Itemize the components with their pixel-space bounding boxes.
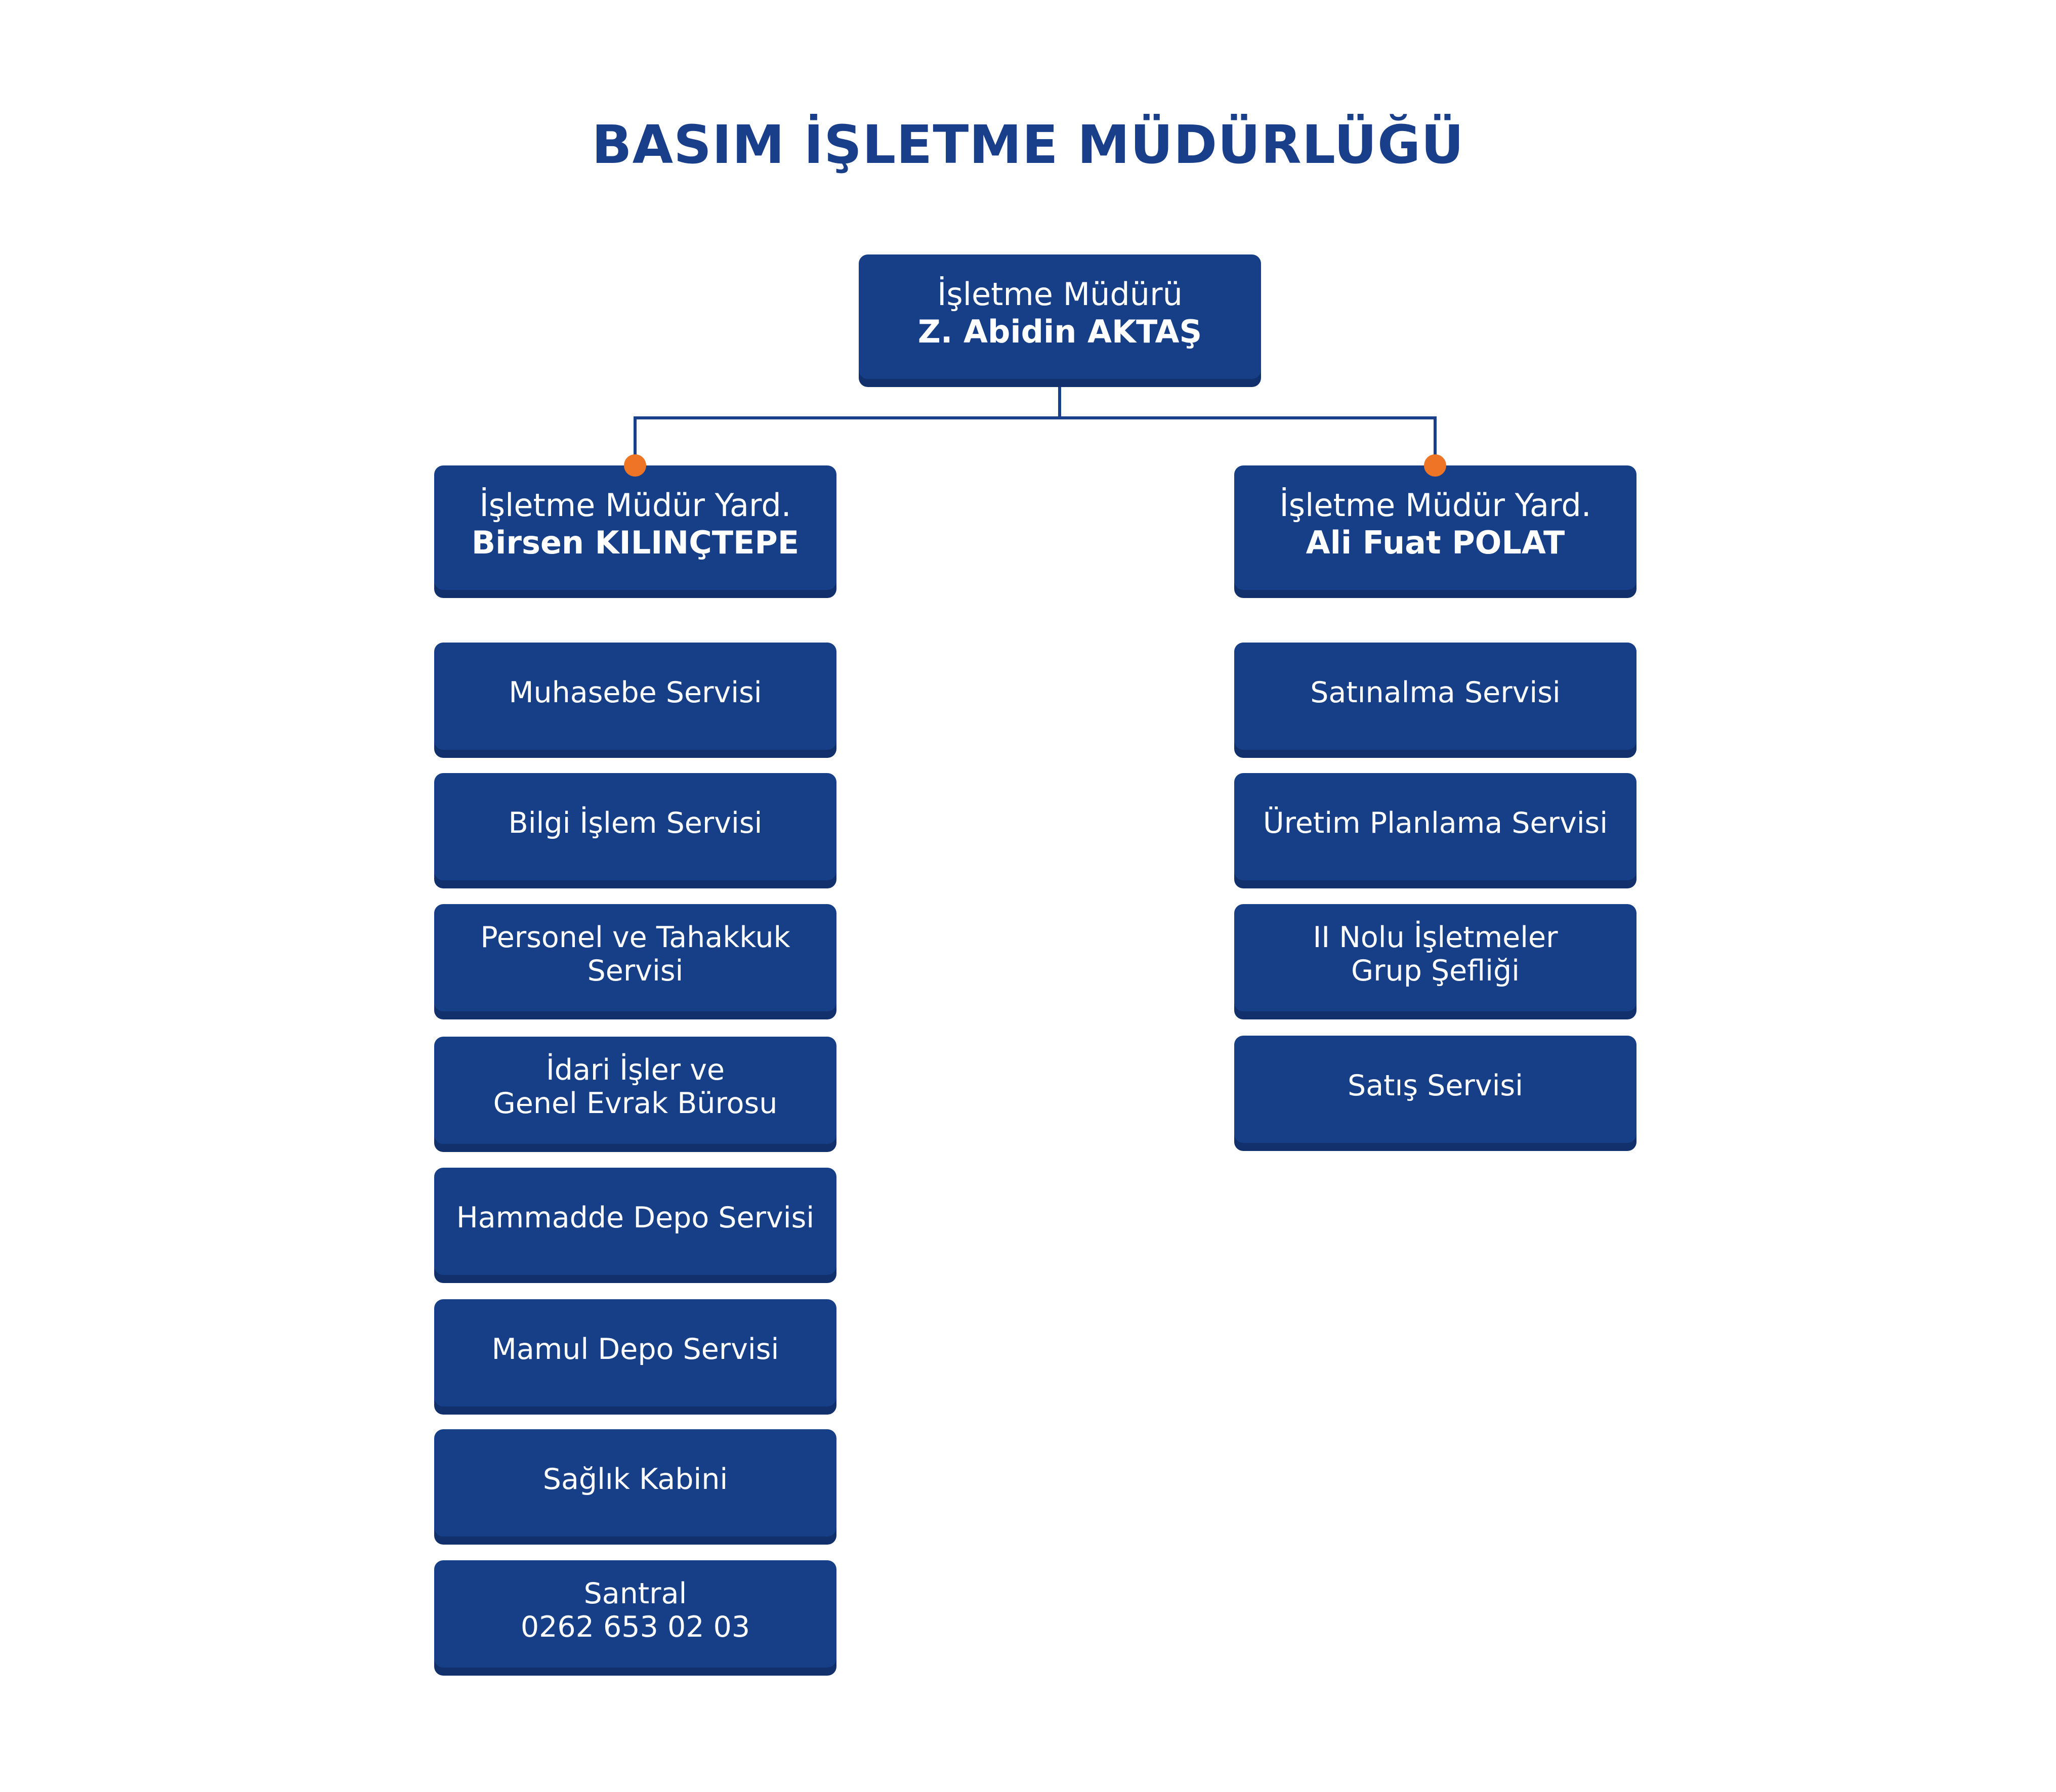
unit-box: Hammadde Depo Servisi <box>434 1168 836 1275</box>
deputy-role: İşletme Müdür Yard. <box>479 487 791 524</box>
unit-label: Muhasebe Servisi <box>509 676 762 709</box>
unit-label: Satınalma Servisi <box>1310 676 1561 709</box>
unit-box: Muhasebe Servisi <box>434 643 836 750</box>
deputy-box-right: İşletme Müdür Yard. Ali Fuat POLAT <box>1234 465 1637 590</box>
page-title: BASIM İŞLETME MÜDÜRLÜĞÜ <box>592 114 1464 176</box>
unit-label: Santral <box>583 1577 687 1610</box>
unit-label: Personel ve Tahakkuk <box>480 921 790 954</box>
unit-label: Hammadde Depo Servisi <box>456 1201 815 1234</box>
unit-label: Grup Şefliği <box>1351 954 1520 988</box>
unit-label: Satış Servisi <box>1348 1069 1523 1102</box>
deputy-box-left: İşletme Müdür Yard. Birsen KILINÇTEPE <box>434 465 836 590</box>
unit-label: Mamul Depo Servisi <box>491 1333 779 1366</box>
unit-box: Mamul Depo Servisi <box>434 1299 836 1406</box>
unit-box: Bilgi İşlem Servisi <box>434 773 836 880</box>
deputy-role: İşletme Müdür Yard. <box>1279 487 1591 524</box>
manager-name: Z. Abidin AKTAŞ <box>917 313 1202 350</box>
unit-box: Sağlık Kabini <box>434 1429 836 1537</box>
unit-label: Servisi <box>587 954 684 988</box>
unit-label: Sağlık Kabini <box>542 1463 728 1496</box>
unit-label: Bilgi İşlem Servisi <box>508 806 763 840</box>
manager-role: İşletme Müdürü <box>937 276 1183 313</box>
unit-box: Satınalma Servisi <box>1234 643 1637 750</box>
unit-box: Satış Servisi <box>1234 1036 1637 1143</box>
unit-label: 0262 653 02 03 <box>520 1610 750 1644</box>
manager-box: İşletme Müdürü Z. Abidin AKTAŞ <box>859 254 1261 379</box>
unit-box: Üretim Planlama Servisi <box>1234 773 1637 880</box>
connector-dot-right <box>1424 454 1446 477</box>
unit-label: Genel Evrak Bürosu <box>493 1087 778 1120</box>
unit-label: İdari İşler ve <box>546 1053 725 1087</box>
deputy-name: Birsen KILINÇTEPE <box>471 524 800 561</box>
unit-label: Üretim Planlama Servisi <box>1263 806 1608 840</box>
connector-dot-left <box>624 454 646 477</box>
deputy-name: Ali Fuat POLAT <box>1306 524 1565 561</box>
unit-label: II Nolu İşletmeler <box>1313 921 1558 954</box>
